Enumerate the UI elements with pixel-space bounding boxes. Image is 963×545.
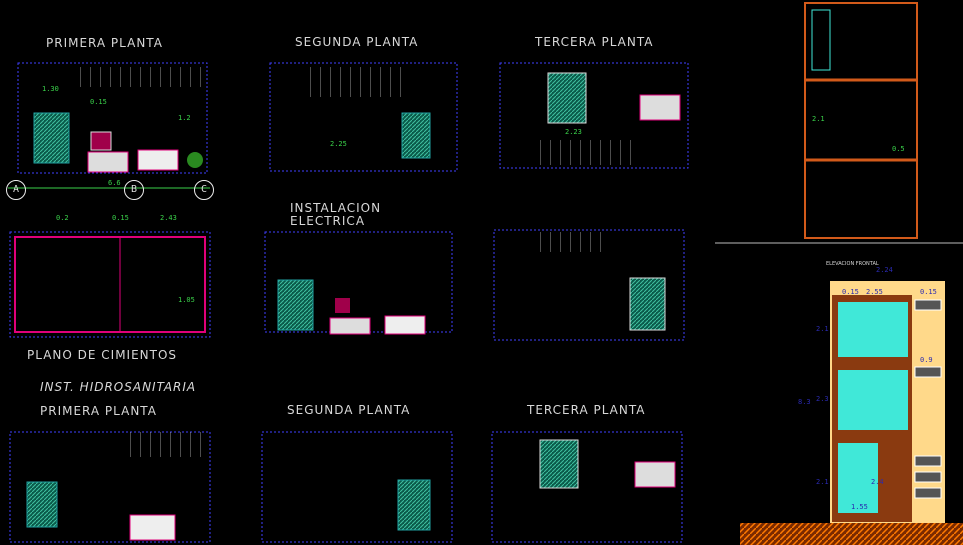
building-section [715,2,963,244]
title-hidro-segunda: SEGUNDA PLANTA [287,403,411,417]
plan-primera-planta [9,62,689,543]
title-hidro-tercera: TERCERA PLANTA [527,403,646,417]
title-elevacion-frontal: ELEVACION FRONTAL [826,261,879,267]
dim-cim-a: 0.2 [56,214,69,222]
dim-p3-a: 2.23 [565,128,582,136]
dim-sec-b: 2.1 [812,115,825,123]
axis-marker-a: A [6,180,26,200]
dim-cim-c: 2.43 [160,214,177,222]
title-instalacion-electrica: INSTALACION ELECTRICA [290,201,382,228]
foundation-plan [8,187,210,333]
title-tercera-planta: TERCERA PLANTA [535,35,654,49]
title-hidro-primera: PRIMERA PLANTA [40,404,157,418]
dim-elev-door: 1.55 [851,503,868,511]
dim-elev-floor1: 2.1 [816,325,829,333]
dim-p1-total: 6.6 [108,179,121,187]
dim-cim-d: 1.05 [178,296,195,304]
plan-details [26,67,681,541]
dim-elev-left: 0.15 [842,288,859,296]
dim-elev-right: 0.15 [920,288,937,296]
axis-marker-b: B [124,180,144,200]
title-inst-hidrosanitaria: INST. HIDROSANITARIA [40,380,197,394]
title-segunda-planta: SEGUNDA PLANTA [295,35,419,49]
title-primera-planta: PRIMERA PLANTA [46,36,163,50]
dim-sec-a: 0.5 [892,145,905,153]
dim-elev-floor2: 2.3 [816,395,829,403]
dim-p1-stair: 1.30 [42,85,59,93]
dim-cim-b: 0.15 [112,214,129,222]
dim-elev-width: 2.24 [876,266,893,274]
dim-elev-floor3: 2.1 [816,478,829,486]
dim-p1-small: 0.15 [90,98,107,106]
dim-elev-win: 0.9 [920,356,933,364]
dim-p2-a: 2.25 [330,140,347,148]
axis-marker-c: C [194,180,214,200]
dim-p1-door: 1.2 [178,114,191,122]
dim-elev-height: 8.3 [798,398,811,406]
front-elevation [740,281,963,545]
dim-elev-door-h: 2.4 [871,478,884,486]
dim-elev-mid: 2.55 [866,288,883,296]
title-plano-cimientos: PLANO DE CIMIENTOS [27,348,178,362]
